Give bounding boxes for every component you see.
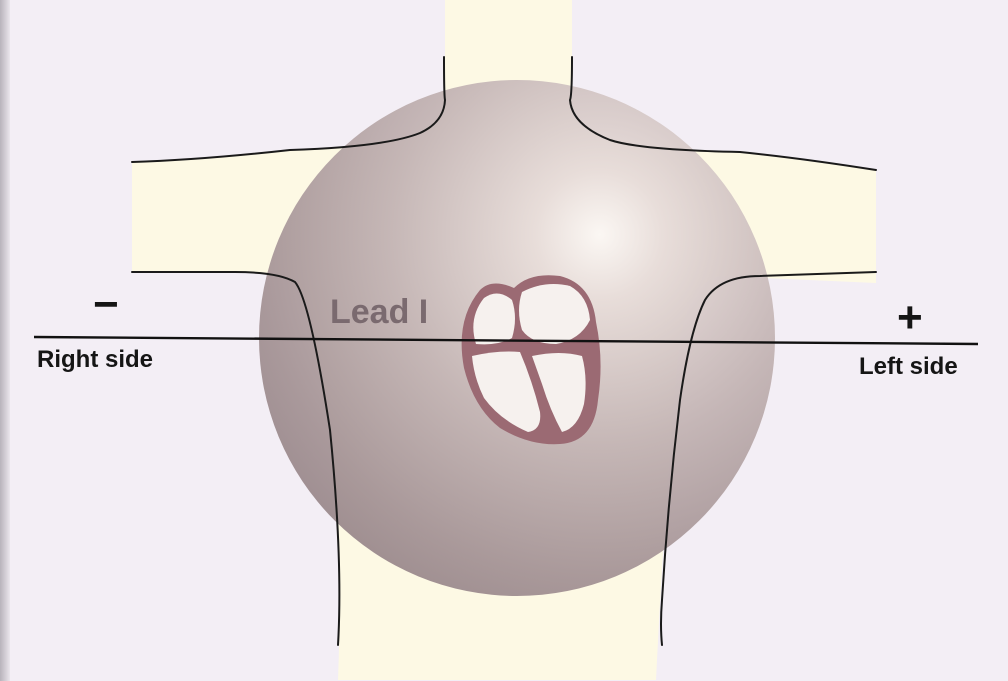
lead-label: Lead I (330, 293, 428, 332)
left-side-label: Left side (859, 353, 958, 381)
negative-pole-sign: − (93, 283, 119, 327)
right-side-label: Right side (37, 346, 153, 374)
positive-pole-sign: + (897, 296, 923, 340)
